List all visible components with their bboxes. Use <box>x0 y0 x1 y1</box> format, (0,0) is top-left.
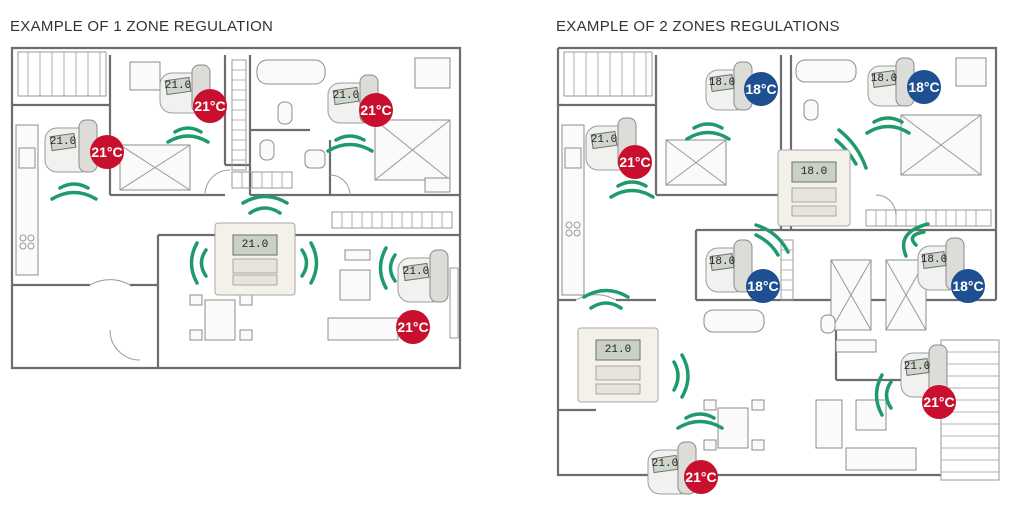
svg-text:18°C: 18°C <box>745 81 776 97</box>
kitchen <box>15 124 39 276</box>
controller-display: 18.0 <box>801 166 827 178</box>
temperature-badge: 21°C <box>90 135 124 169</box>
svg-text:21°C: 21°C <box>397 319 428 335</box>
room-controller: 21.0 <box>577 327 659 403</box>
living-room <box>703 339 917 471</box>
svg-text:21°C: 21°C <box>194 98 225 114</box>
svg-text:21°C: 21°C <box>923 394 954 410</box>
panel-one-zone: EXAMPLE OF 1 ZONE REGULATION <box>10 0 480 517</box>
thermostat-valve: 18.0 <box>917 237 965 291</box>
beds <box>119 61 451 191</box>
temperature-badge: 21°C <box>396 310 430 344</box>
svg-text:18.0: 18.0 <box>921 254 947 266</box>
temperature-badge: 18°C <box>951 269 985 303</box>
floorplan-one-zone: 21.0 21.0 21°C 21.0 21°C <box>10 46 462 370</box>
thermostat-valve: 21.0 <box>44 119 98 173</box>
temperature-badge: 18°C <box>746 269 780 303</box>
svg-text:18°C: 18°C <box>747 278 778 294</box>
signal-waves <box>50 126 397 290</box>
svg-text:21.0: 21.0 <box>50 136 76 148</box>
svg-text:21.0: 21.0 <box>333 90 359 102</box>
svg-text:18.0: 18.0 <box>871 73 897 85</box>
living-room <box>189 249 459 341</box>
thermostat-valve: 21.0 <box>397 249 449 303</box>
temperature-badge: 21°C <box>618 145 652 179</box>
svg-text:21.0: 21.0 <box>165 80 191 92</box>
svg-text:21°C: 21°C <box>91 144 122 160</box>
thermostat-valve: 21.0 <box>900 344 948 398</box>
controller-display: 21.0 <box>605 344 631 356</box>
thermostat-valve: 21.0 <box>647 441 697 495</box>
svg-text:21°C: 21°C <box>685 469 716 485</box>
floorplan-two-zones: 18.0 21.0 18.0 18°C 18.0 <box>556 46 1000 495</box>
svg-text:18.0: 18.0 <box>709 256 735 268</box>
panel-title: EXAMPLE OF 1 ZONE REGULATION <box>10 18 274 35</box>
svg-text:18.0: 18.0 <box>709 77 735 89</box>
bathroom <box>703 57 987 334</box>
panel-title: EXAMPLE OF 2 ZONES REGULATIONS <box>556 18 840 35</box>
temperature-badge: 21°C <box>684 460 718 494</box>
room-controller: 21.0 <box>214 222 296 296</box>
stairs <box>231 59 453 229</box>
svg-text:18°C: 18°C <box>908 79 939 95</box>
svg-text:21.0: 21.0 <box>403 266 429 278</box>
svg-text:21.0: 21.0 <box>904 361 930 373</box>
svg-text:18°C: 18°C <box>952 278 983 294</box>
temperature-badge: 21°C <box>359 93 393 127</box>
thermostat-valve: 18.0 <box>705 61 753 111</box>
svg-text:21°C: 21°C <box>619 154 650 170</box>
temperature-badge: 18°C <box>907 70 941 104</box>
temperature-badge: 21°C <box>193 89 227 123</box>
kitchen <box>561 124 585 296</box>
balcony-hatch <box>17 51 107 97</box>
svg-text:21.0: 21.0 <box>652 458 678 470</box>
bathroom <box>256 57 451 193</box>
temperature-badge: 21°C <box>922 385 956 419</box>
room-controller: 18.0 <box>777 149 851 227</box>
thermostat-valve: 18.0 <box>705 239 753 293</box>
temperature-badge: 18°C <box>744 72 778 106</box>
svg-text:21.0: 21.0 <box>591 134 617 146</box>
beds <box>665 114 982 331</box>
panel-two-zones: EXAMPLE OF 2 ZONES REGULATIONS <box>556 0 1006 517</box>
controller-display: 21.0 <box>242 239 268 251</box>
svg-text:21°C: 21°C <box>360 102 391 118</box>
thermostat-valve: 18.0 <box>867 57 915 107</box>
